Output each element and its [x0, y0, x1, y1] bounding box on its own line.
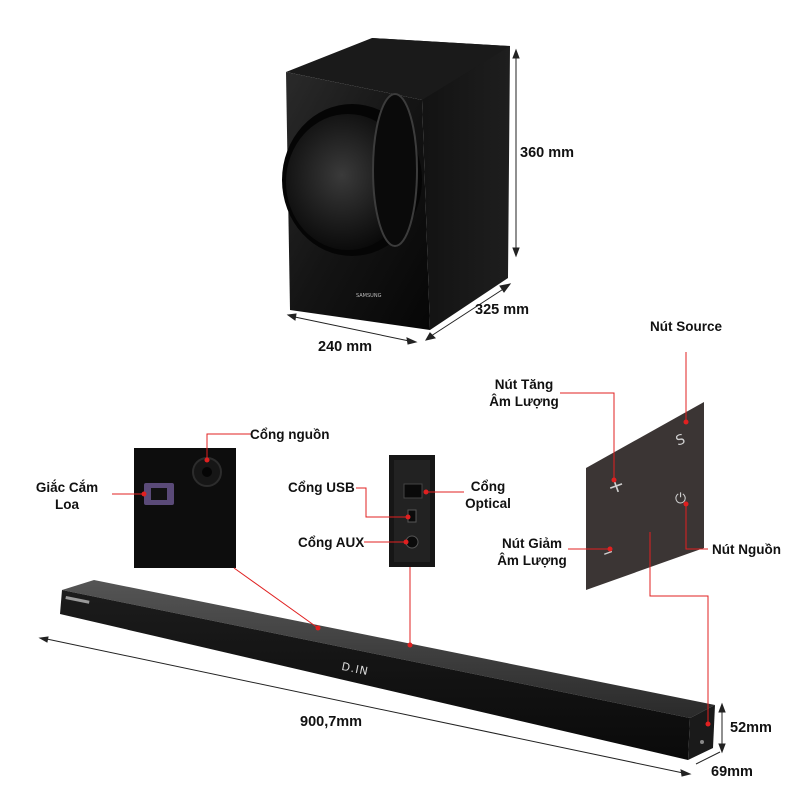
aux-port-label: Cổng AUX [298, 535, 365, 550]
ports-inset [389, 455, 435, 567]
button-panel: + – S ⏻ [586, 402, 704, 590]
power-symbol: ⏻ [675, 491, 686, 507]
power-port-label: Cổng nguồn [250, 427, 330, 442]
vol-up-symbol: + [604, 471, 628, 499]
soundbar [60, 580, 715, 760]
optical-port-label-line1: Cổng [470, 479, 506, 494]
sub-depth-label: 325 mm [475, 302, 530, 318]
back-panel-inset [134, 448, 236, 568]
bar-height-label: 52mm [730, 720, 772, 736]
optical-port-label-line2: Optical [465, 496, 511, 511]
optical-port-label: Cổng Optical [460, 478, 516, 512]
leader-dots [141, 419, 711, 727]
soundbar-brand-logo [65, 596, 90, 604]
speaker-jack-label-line1: Giắc Cắm [35, 480, 99, 495]
power-button-label: Nút Nguồn [712, 542, 781, 557]
subwoofer: SAMSUNG [282, 38, 510, 330]
source-button-label: Nút Source [650, 319, 723, 334]
vol-up-label-line1: Nút Tăng [494, 377, 554, 392]
bar-length-label: 900,7mm [300, 714, 363, 730]
usb-port-label: Cổng USB [288, 480, 355, 495]
sub-width-label: 240 mm [318, 339, 373, 355]
vol-down-label-line1: Nút Giảm [501, 536, 562, 551]
leader-lines [112, 352, 709, 724]
speaker-jack-label-line2: Loa [54, 497, 79, 512]
vol-down-label-line2: Âm Lượng [497, 553, 567, 568]
vol-up-button-label: Nút Tăng Âm Lượng [488, 376, 560, 410]
vol-down-button-label: Nút Giảm Âm Lượng [496, 535, 568, 569]
vol-up-label-line2: Âm Lượng [489, 394, 559, 409]
subwoofer-dimension-lines [286, 48, 520, 345]
sub-height-label: 360 mm [520, 145, 575, 161]
subwoofer-brand-logo: SAMSUNG [356, 293, 382, 299]
bar-depth-label: 69mm [711, 764, 753, 780]
speaker-jack-label: Giắc Cắm Loa [24, 479, 110, 513]
soundbar-dimension-lines [38, 636, 726, 777]
